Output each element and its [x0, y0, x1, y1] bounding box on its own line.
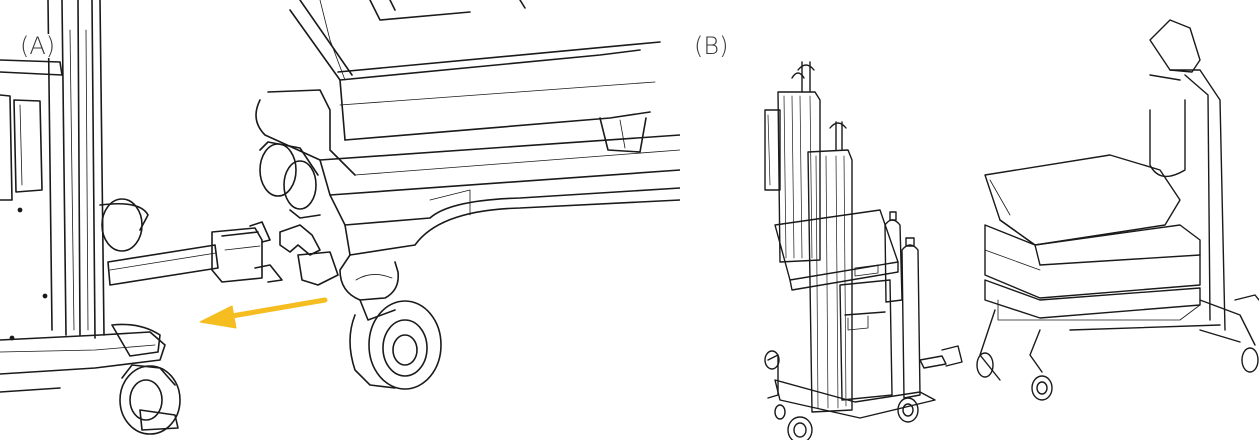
- panel-a: (A): [0, 0, 680, 440]
- panel-b: (B): [680, 0, 1259, 440]
- carts-overview-illustration: [680, 0, 1259, 440]
- right-cart: [256, 0, 680, 389]
- panel-label-a: (A): [18, 32, 58, 60]
- cart-connection-illustration: [0, 0, 680, 440]
- bed-cart: [977, 20, 1259, 400]
- left-cart: [0, 0, 180, 434]
- connector-rod: [108, 222, 338, 285]
- pull-direction-arrow: [200, 300, 325, 328]
- tower-cart: [765, 62, 962, 440]
- panel-label-b: (B): [692, 32, 731, 60]
